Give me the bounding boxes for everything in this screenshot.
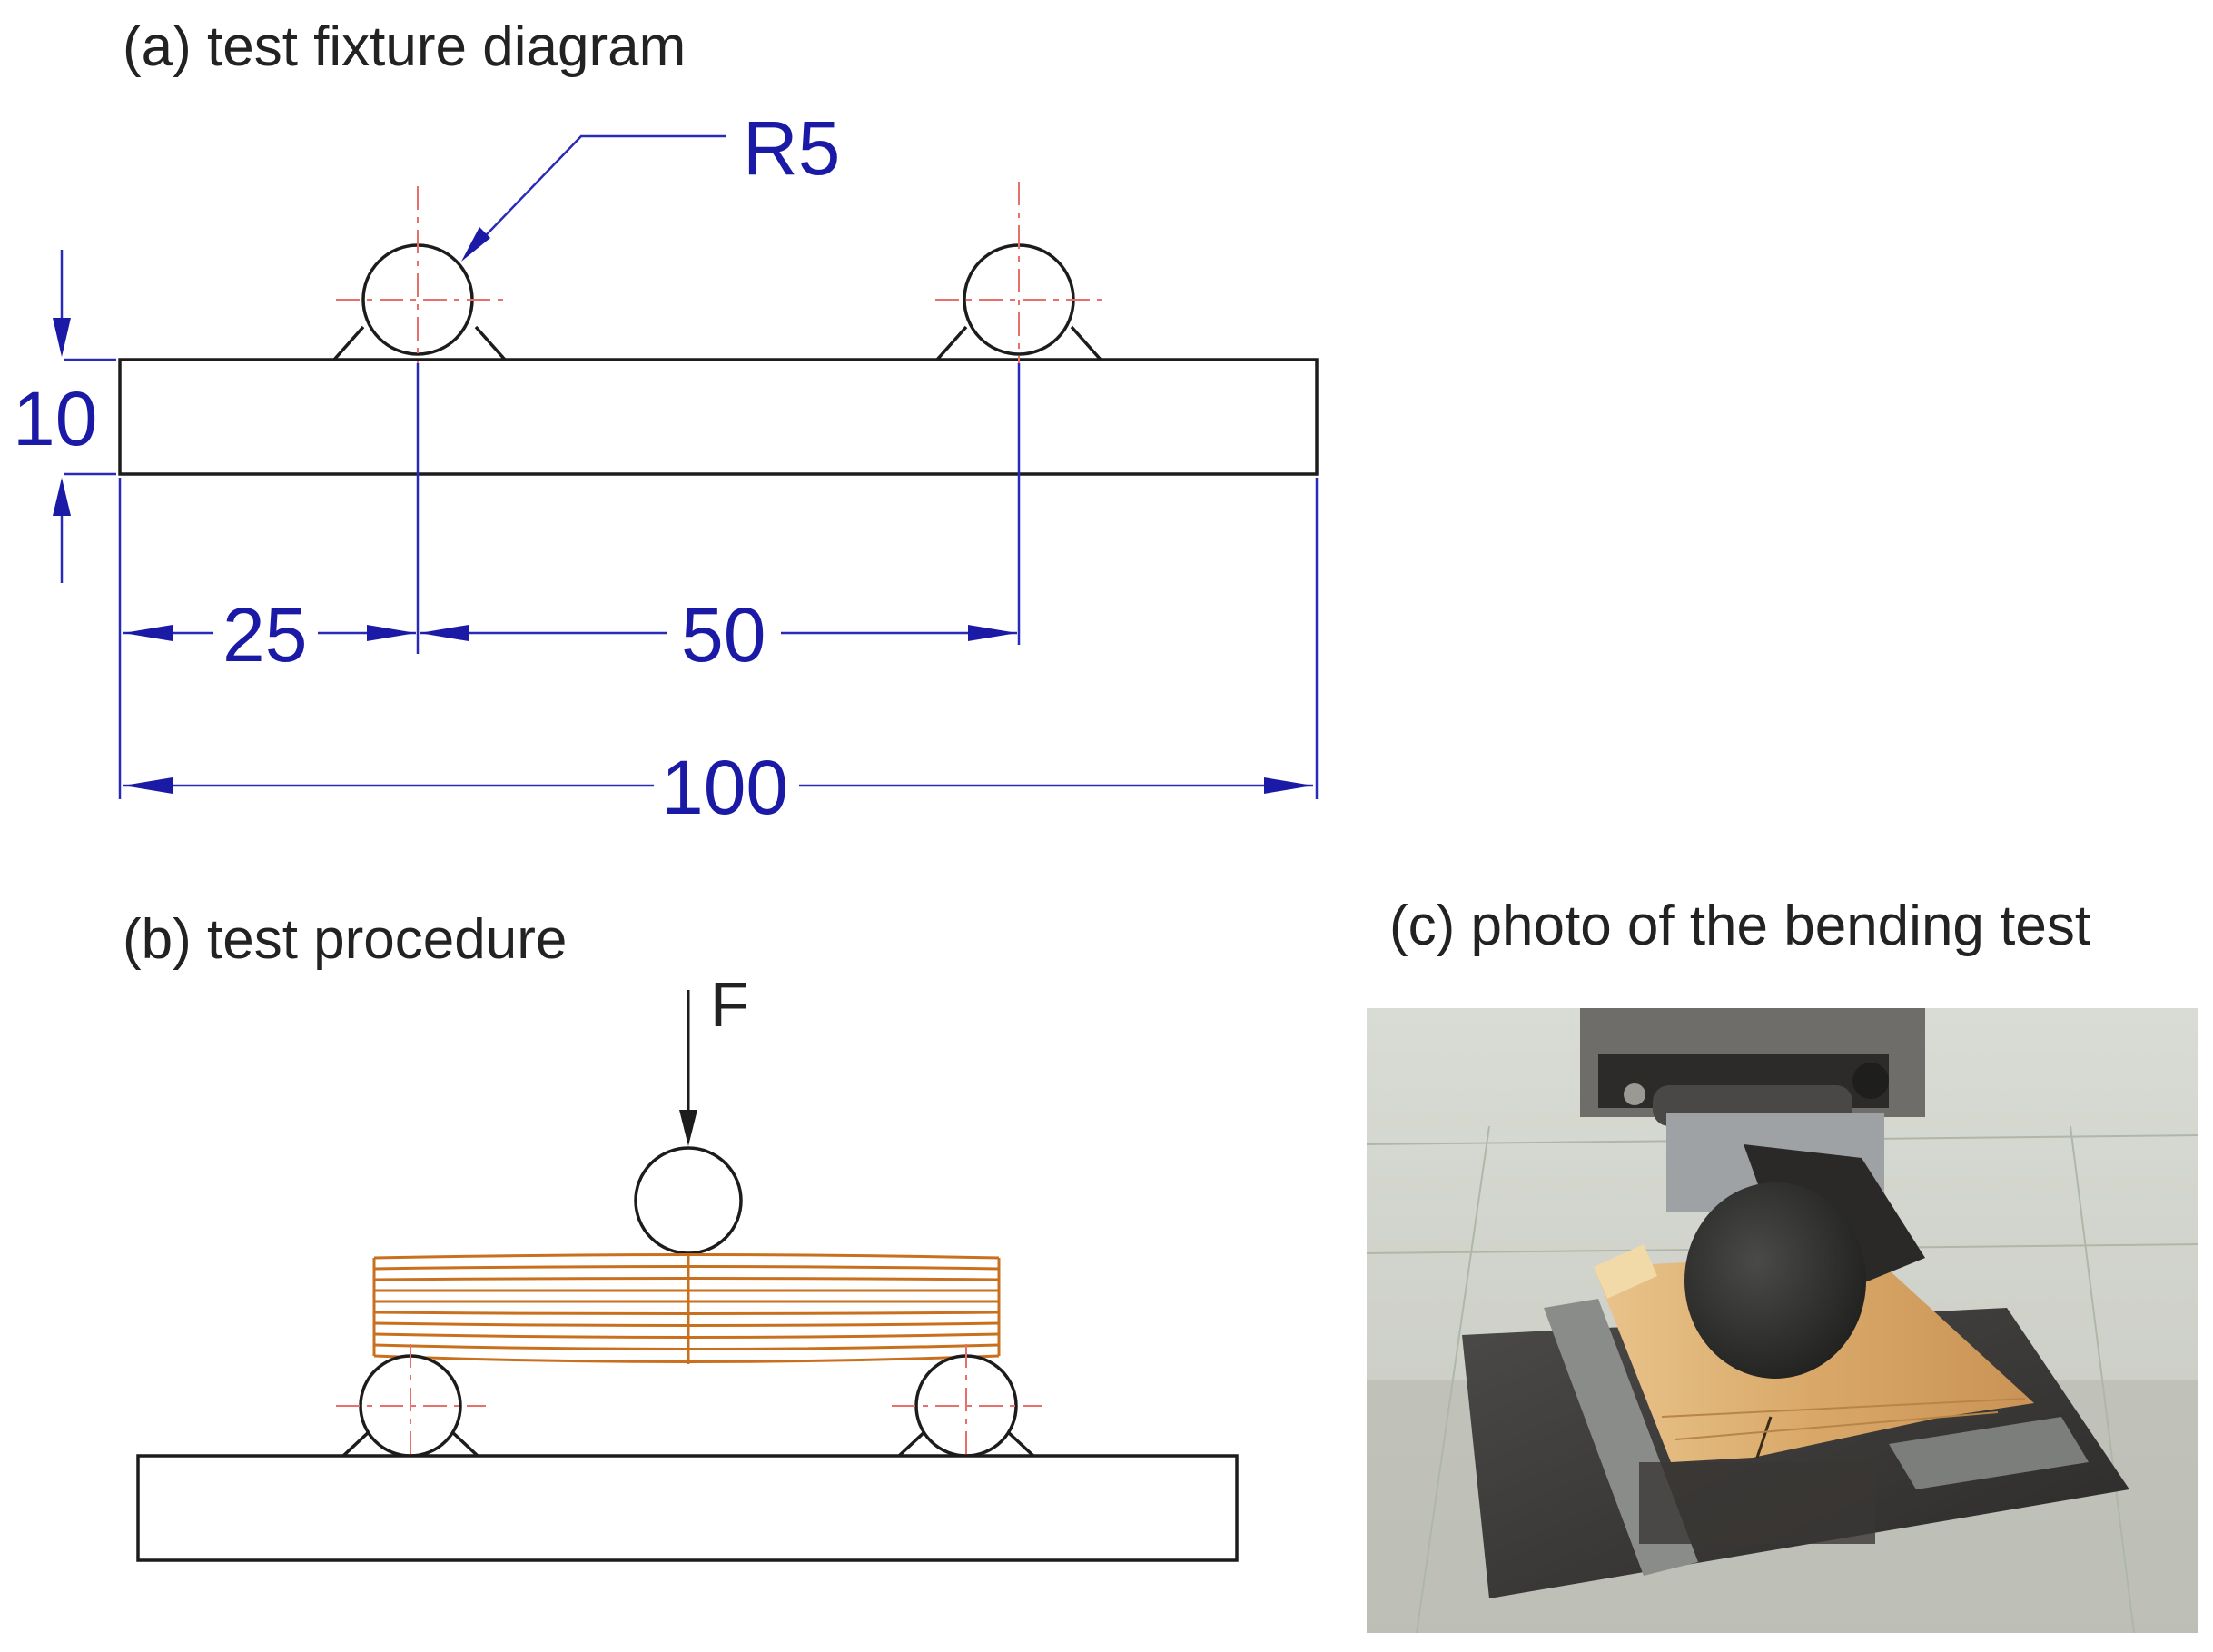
thickness-label: 10 bbox=[13, 376, 97, 461]
caption-b: (b) test procedure bbox=[123, 908, 567, 971]
force-label: F bbox=[710, 969, 749, 1040]
extension-lines bbox=[118, 363, 1319, 799]
thickness-dimension: 10 bbox=[13, 250, 116, 583]
radius-callout: R5 bbox=[461, 105, 840, 262]
span-dimensions: 25 50 bbox=[123, 592, 1017, 678]
panel-b-test-procedure: (b) test procedure F bbox=[123, 908, 1239, 1562]
center-lines bbox=[336, 182, 1103, 363]
procedure-right-support bbox=[892, 1344, 1042, 1485]
length-label: 100 bbox=[661, 745, 788, 830]
fixture-base-plate bbox=[118, 358, 1319, 476]
overhang-label: 25 bbox=[222, 592, 307, 678]
loading-roller bbox=[634, 1146, 743, 1255]
force-arrow: F bbox=[679, 969, 749, 1146]
left-support-roller bbox=[332, 243, 507, 361]
caption-c: (c) photo of the bending test bbox=[1389, 895, 2090, 957]
radius-label: R5 bbox=[743, 105, 840, 191]
span-label: 50 bbox=[681, 592, 766, 678]
panel-c-photo: (c) photo of the bending test bbox=[1367, 895, 2198, 1633]
caption-a: (a) test fixture diagram bbox=[123, 15, 686, 78]
bending-test-photo bbox=[1367, 1008, 2198, 1633]
bent-wood-specimen bbox=[372, 1253, 1001, 1364]
length-dimension: 100 bbox=[123, 745, 1313, 830]
procedure-base-plate bbox=[136, 1454, 1239, 1562]
panel-a-fixture-diagram: (a) test fixture diagram R5 bbox=[13, 15, 1319, 830]
procedure-left-support bbox=[336, 1344, 486, 1485]
